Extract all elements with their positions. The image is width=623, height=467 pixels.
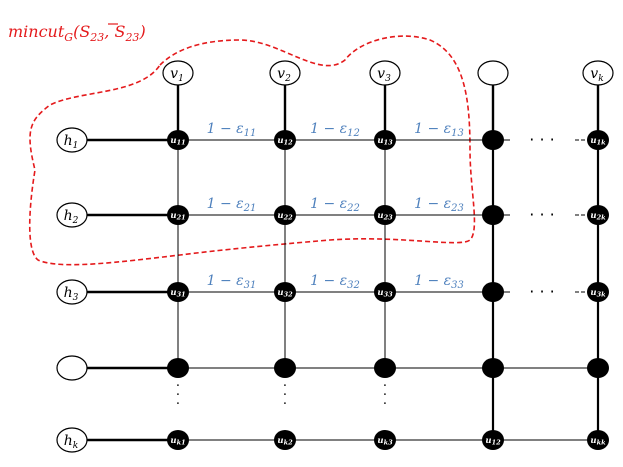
u-node xyxy=(482,205,504,225)
u-node xyxy=(587,430,609,450)
ellipsis-dots: · · · · · · · · · ··· ··· ··· xyxy=(176,130,555,412)
edge-weight-label: 1 − ε23 xyxy=(414,196,464,214)
horizontal-ellipsis: · · · xyxy=(529,205,554,224)
v-node xyxy=(162,60,194,86)
u-node xyxy=(482,430,504,450)
u-node-label: u2k xyxy=(590,211,606,222)
horizontal-ellipsis: · · · xyxy=(529,282,554,301)
u-node-label: u3k xyxy=(590,288,606,299)
edge-weight-label: 1 − ε31 xyxy=(207,273,257,291)
v-node xyxy=(269,60,301,86)
h-node-label: h3 xyxy=(64,285,79,303)
h-node-label: h1 xyxy=(64,133,79,151)
u-node-label: u13 xyxy=(377,136,393,147)
h-node xyxy=(56,127,88,153)
vertical-ellipsis: ··· xyxy=(283,379,287,412)
grid-nodes: v1 v2 v3 vk h1 h2 h3 hk u11 u12 u13 u1k u21 u22 u23 u2k… xyxy=(56,60,614,453)
u-node-label: uk1 xyxy=(170,436,185,447)
u-node xyxy=(167,430,189,450)
h-node xyxy=(56,427,88,453)
u-node xyxy=(587,130,609,150)
u-node xyxy=(274,358,296,378)
edge-weight-label: 1 − ε13 xyxy=(414,121,464,139)
u-node xyxy=(482,358,504,378)
u-node xyxy=(374,358,396,378)
u-node xyxy=(587,282,609,302)
mincut-title: mincutG(S23, S23) xyxy=(8,22,146,44)
u-node xyxy=(274,282,296,302)
grid-edges xyxy=(86,85,600,442)
edge-weight-labels: 1 − ε11 1 − ε12 1 − ε13 1 − ε21 1 − ε22 1 − ε… xyxy=(207,121,464,291)
u-node xyxy=(587,358,609,378)
edge-weight-label: 1 − ε32 xyxy=(310,273,360,291)
u-node xyxy=(482,130,504,150)
u-node-label: u32 xyxy=(277,288,293,299)
u-node xyxy=(167,358,189,378)
v-node xyxy=(477,60,509,86)
edge-weight-label: 1 − ε22 xyxy=(310,196,360,214)
v-node-label: v3 xyxy=(377,66,391,84)
vertical-ellipsis: ··· xyxy=(176,379,180,412)
u-node-label: u11 xyxy=(170,136,185,147)
edge-weight-label: 1 − ε33 xyxy=(414,273,464,291)
h-node-label: hk xyxy=(64,433,79,451)
u-node-label: u1k xyxy=(590,136,606,147)
v-node xyxy=(369,60,401,86)
v-node-label: v1 xyxy=(170,66,184,84)
u-node-label: uk2 xyxy=(277,436,293,447)
edge-weight-label: 1 − ε21 xyxy=(207,196,257,214)
vertical-ellipsis: ··· xyxy=(383,379,387,412)
edge-weight-label: 1 − ε11 xyxy=(207,121,257,139)
h-node xyxy=(56,355,88,381)
u-node-label: uk3 xyxy=(377,436,393,447)
v-node xyxy=(582,60,614,86)
u-node-label: u23 xyxy=(377,211,393,222)
v-node-label: v2 xyxy=(277,66,291,84)
h-node xyxy=(56,279,88,305)
u-node-label: u33 xyxy=(377,288,393,299)
cut-region-boundary xyxy=(28,35,476,266)
u-node xyxy=(274,430,296,450)
v-node-label: vk xyxy=(590,66,603,84)
h-node-label: h2 xyxy=(64,208,79,226)
u-node xyxy=(167,205,189,225)
u-node-label: u12 xyxy=(485,436,501,447)
horizontal-ellipsis: · · · xyxy=(529,130,554,149)
u-node xyxy=(274,130,296,150)
h-node xyxy=(56,202,88,228)
u-node xyxy=(167,130,189,150)
u-node xyxy=(274,205,296,225)
u-node xyxy=(374,430,396,450)
u-node xyxy=(374,282,396,302)
u-node-label: u22 xyxy=(277,211,293,222)
edge-weight-label: 1 − ε12 xyxy=(310,121,360,139)
u-node xyxy=(167,282,189,302)
u-node xyxy=(482,282,504,302)
u-node xyxy=(587,205,609,225)
u-node-label: ukk xyxy=(590,436,606,447)
u-node xyxy=(374,205,396,225)
u-node-label: u21 xyxy=(170,211,185,222)
u-node-label: u31 xyxy=(170,288,185,299)
u-node-label: u12 xyxy=(277,136,293,147)
u-node xyxy=(374,130,396,150)
